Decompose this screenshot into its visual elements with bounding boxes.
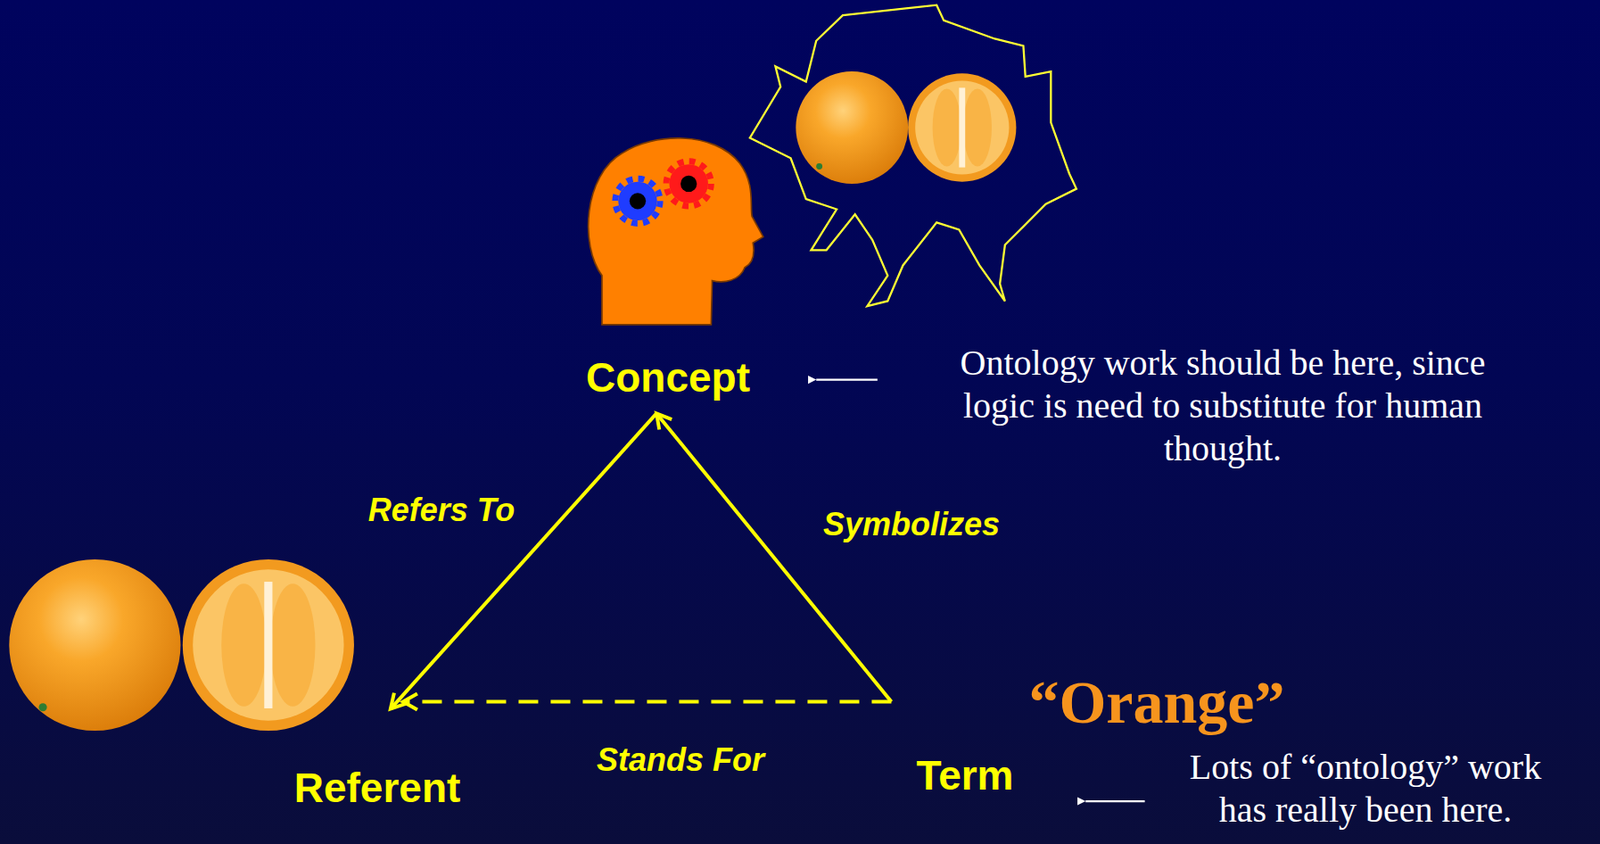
connector	[656, 412, 891, 702]
dashed-connector	[403, 700, 892, 704]
arrow-head	[403, 693, 418, 710]
concept-label: Concept	[585, 354, 751, 402]
callout-note: Ontology work should be here, since logi…	[923, 341, 1523, 471]
referent-label: Referent	[294, 764, 462, 812]
term-word: “Orange”	[1028, 667, 1285, 737]
arrow-head	[656, 412, 672, 429]
leader-arrow	[1085, 800, 1145, 802]
leader-arrow	[816, 378, 878, 380]
connector	[390, 412, 657, 709]
edge-label: Symbolizes	[823, 505, 1000, 543]
thought-oranges	[795, 71, 1016, 184]
term-label: Term	[915, 751, 1014, 800]
concept-node: Referent	[290, 760, 465, 816]
edge-label: Refers To	[368, 491, 516, 528]
callout-note: Lots of “ontology” work has really been …	[1169, 745, 1562, 832]
thought-outline	[750, 5, 1077, 306]
thinking-head	[588, 138, 764, 325]
concept-node: Concept	[582, 350, 754, 405]
edge-label: Stands For	[596, 741, 765, 778]
referent-oranges	[8, 559, 355, 731]
